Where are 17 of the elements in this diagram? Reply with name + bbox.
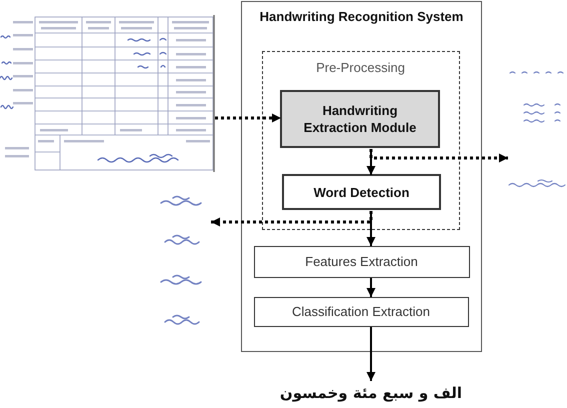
process-box: Features Extraction bbox=[254, 246, 470, 278]
scanned-form-drawing bbox=[0, 12, 215, 172]
preprocessing-group bbox=[262, 50, 460, 230]
group-label: Pre-Processing bbox=[316, 60, 405, 76]
system-title: Handwriting Recognition System bbox=[260, 9, 464, 25]
arrow bbox=[366, 327, 376, 381]
process-box: Word Detection bbox=[282, 174, 441, 210]
arrow bbox=[366, 278, 376, 297]
process-box: Classification Extraction bbox=[254, 296, 468, 326]
system-frame bbox=[241, 1, 482, 352]
dotted-arrow bbox=[211, 211, 372, 226]
arrow bbox=[366, 211, 376, 246]
dotted-arrow bbox=[215, 114, 281, 122]
output-text: الف و سبع مئة وخمسون bbox=[280, 381, 462, 405]
dotted-arrow bbox=[370, 149, 508, 162]
arrow bbox=[366, 149, 376, 175]
process-box: Handwriting Extraction Module bbox=[280, 90, 440, 148]
